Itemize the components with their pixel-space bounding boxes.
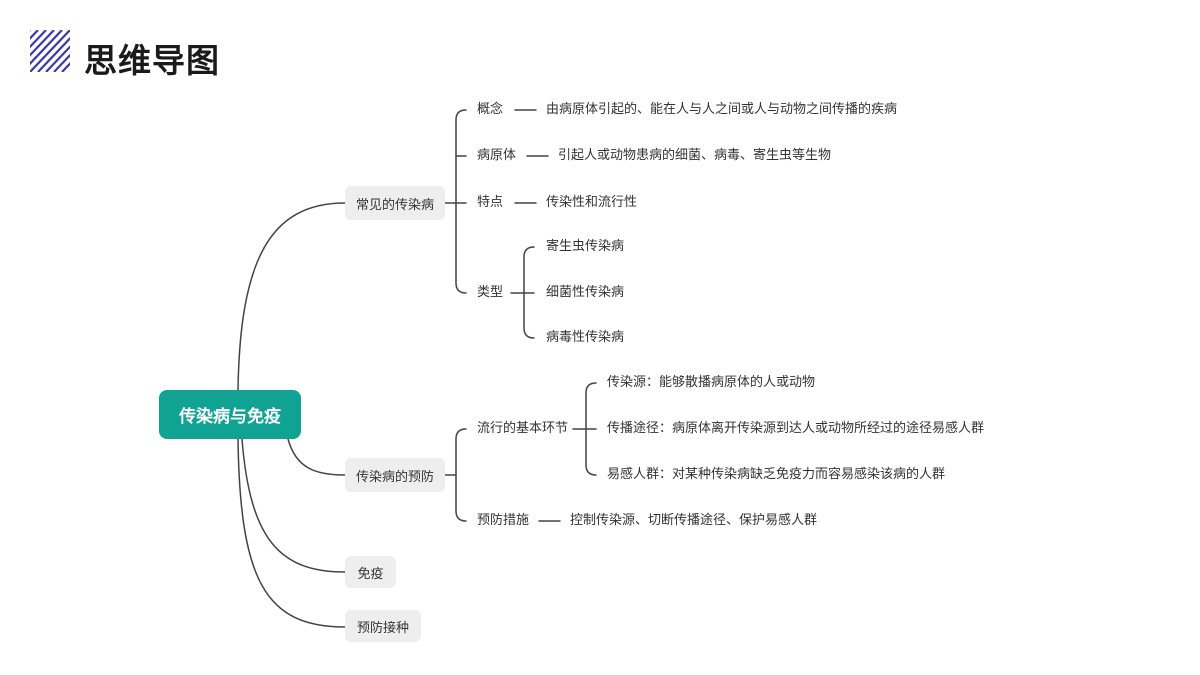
node-infection-source[interactable]: 传染源：能够散播病原体的人或动物 bbox=[607, 375, 816, 390]
branch-immunity[interactable]: 免疫 bbox=[345, 556, 396, 588]
page-title: 思维导图 bbox=[84, 41, 220, 80]
root-node[interactable]: 传染病与免疫 bbox=[159, 390, 301, 439]
connector-prevention-bracket bbox=[455, 428, 467, 522]
node-susceptible-population[interactable]: 易感人群：对某种传染病缺乏免疫力而容易感染该病的人群 bbox=[607, 467, 946, 482]
node-basic-links[interactable]: 流行的基本环节 bbox=[477, 421, 569, 436]
branch-vaccination[interactable]: 预防接种 bbox=[345, 610, 421, 642]
branch-common-infectious-diseases[interactable]: 常见的传染病 bbox=[345, 186, 445, 220]
diagonal-stripes-icon bbox=[30, 30, 70, 72]
node-feature[interactable]: 特点 bbox=[477, 195, 504, 210]
connector-root-prevention bbox=[287, 438, 346, 476]
node-pathogen-definition[interactable]: 引起人或动物患病的细菌、病毒、寄生虫等生物 bbox=[558, 148, 832, 163]
node-type-bacterial[interactable]: 细菌性传染病 bbox=[546, 285, 625, 300]
connector-root-immunity bbox=[241, 438, 346, 573]
connector-root-vaccination bbox=[237, 438, 346, 628]
node-feature-text[interactable]: 传染性和流行性 bbox=[546, 195, 638, 210]
node-prevention-measures-text[interactable]: 控制传染源、切断传播途径、保护易感人群 bbox=[570, 513, 818, 528]
branch-prevention[interactable]: 传染病的预防 bbox=[345, 458, 445, 492]
node-type-parasitic[interactable]: 寄生虫传染病 bbox=[546, 239, 625, 254]
connector-common-bracket bbox=[455, 109, 467, 294]
node-type-viral[interactable]: 病毒性传染病 bbox=[546, 330, 625, 345]
node-concept[interactable]: 概念 bbox=[477, 102, 504, 117]
connector-root-common bbox=[237, 202, 346, 391]
node-concept-definition[interactable]: 由病原体引起的、能在人与人之间或人与动物之间传播的疾病 bbox=[546, 102, 898, 117]
node-transmission-route[interactable]: 传播途径：病原体离开传染源到达人或动物所经过的途径易感人群 bbox=[607, 421, 985, 436]
node-prevention-measures[interactable]: 预防措施 bbox=[477, 513, 530, 528]
node-pathogen[interactable]: 病原体 bbox=[477, 148, 517, 163]
node-type[interactable]: 类型 bbox=[477, 285, 504, 300]
